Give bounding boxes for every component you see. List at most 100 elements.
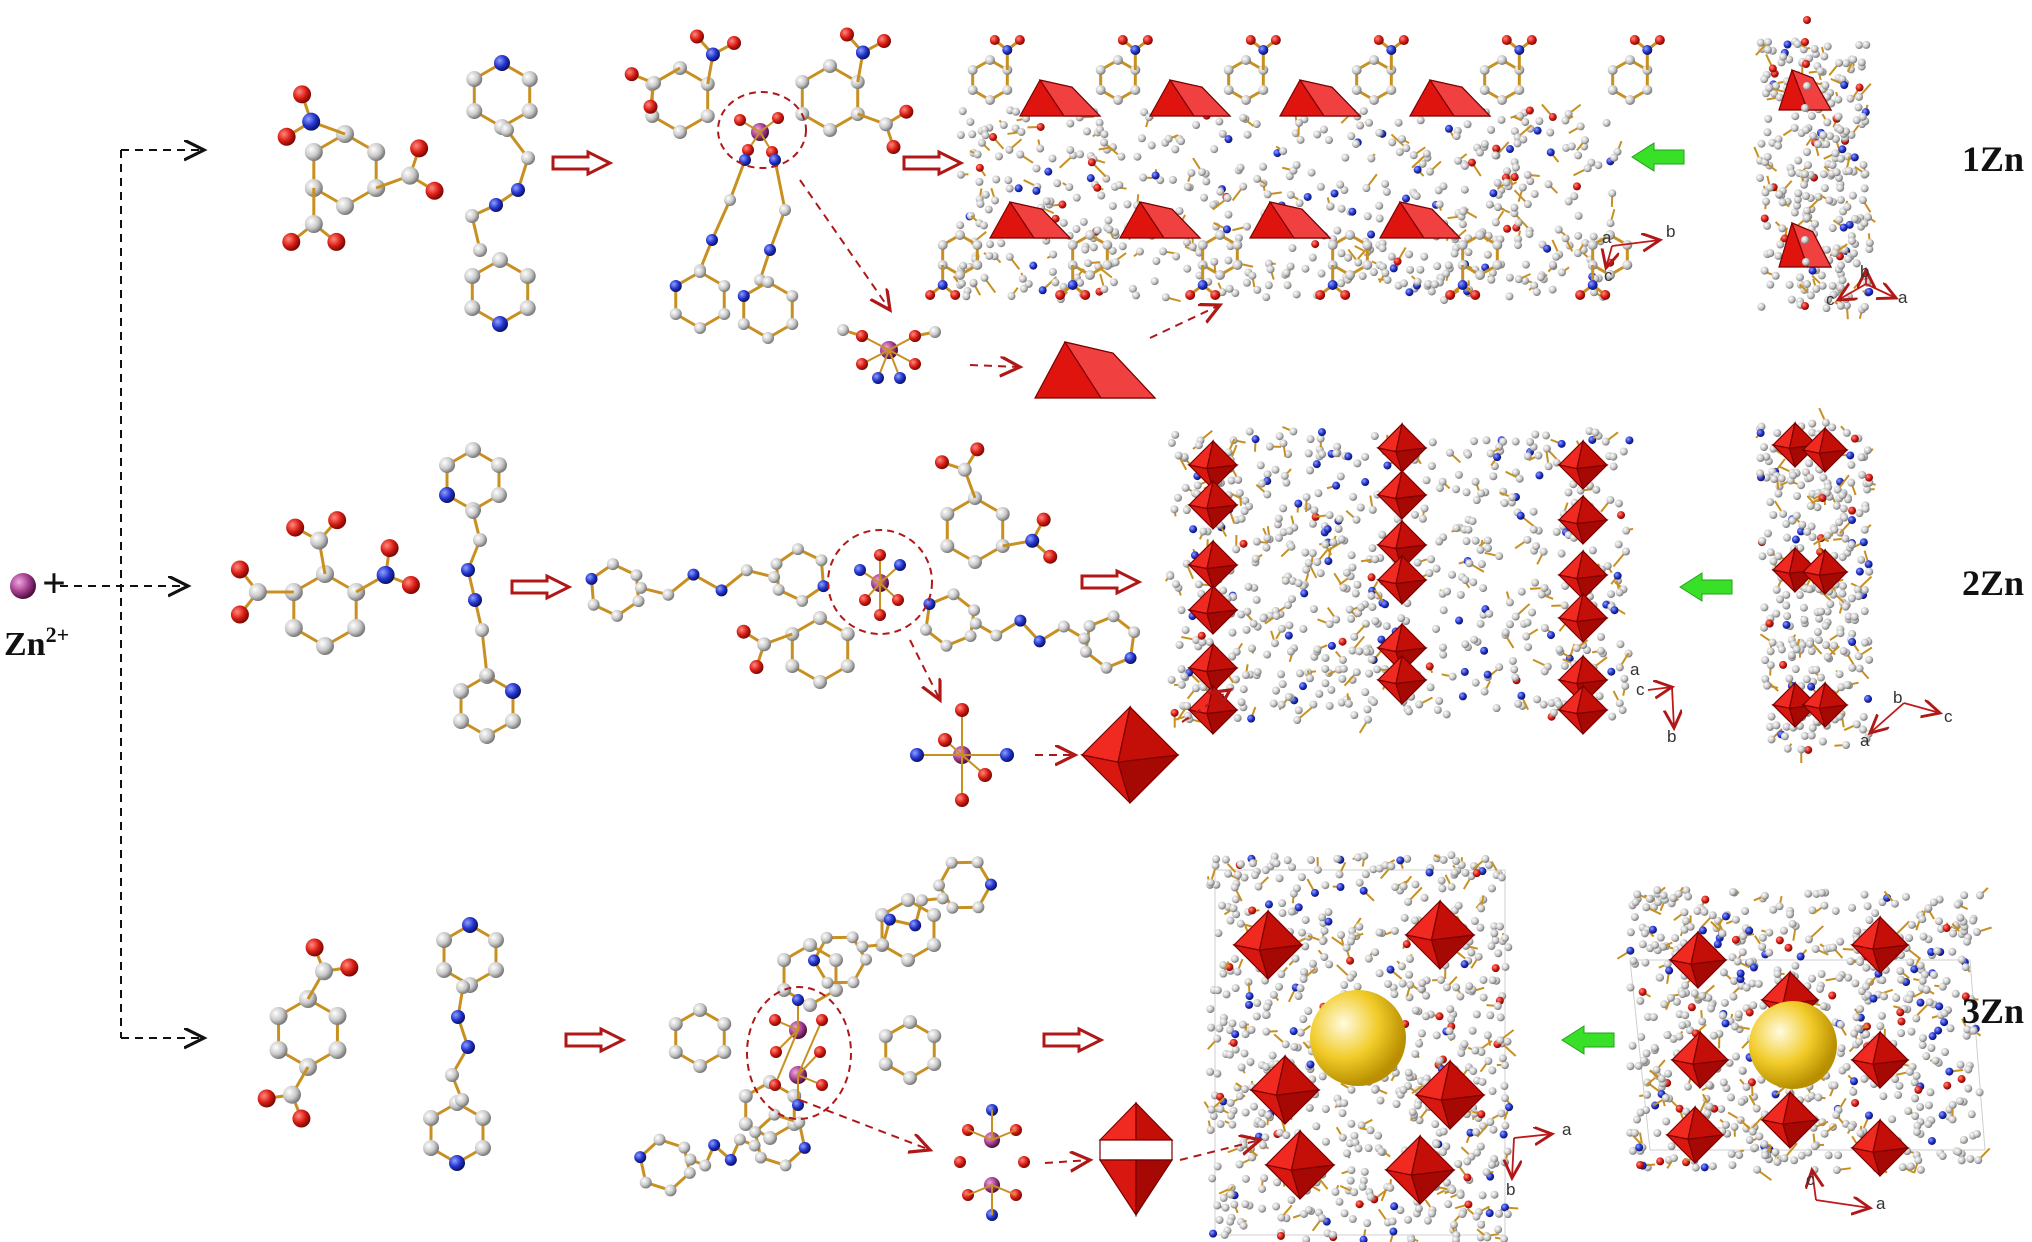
carbon-atom — [1833, 485, 1842, 494]
carbon-atom — [1167, 438, 1176, 447]
nitrogen-atom — [1840, 80, 1849, 89]
carbon-atom — [1894, 1090, 1903, 1099]
carbon-atom — [453, 683, 470, 699]
carbon-atom — [738, 1117, 753, 1131]
carbon-atom — [1321, 540, 1330, 549]
carbon-atom — [1205, 638, 1214, 647]
carbon-atom — [1802, 192, 1810, 200]
nitrogen-atom — [1838, 145, 1847, 154]
carbon-atom — [1818, 737, 1827, 746]
carbon-atom — [1351, 85, 1362, 95]
carbon-atom — [1791, 961, 1800, 970]
nitrogen-atom — [1782, 620, 1791, 629]
carbon-atom — [1470, 635, 1479, 644]
carbon-atom — [1478, 1191, 1487, 1200]
carbon-atom — [1807, 1091, 1816, 1100]
carbon-atom — [1336, 180, 1345, 189]
carbon-atom — [1801, 236, 1809, 244]
carbon-atom — [1876, 1022, 1885, 1031]
carbon-atom — [1368, 544, 1377, 553]
carbon-atom — [1861, 982, 1870, 991]
carbon-atom — [1278, 899, 1287, 908]
carbon-atom — [662, 588, 675, 601]
carbon-atom — [1439, 650, 1448, 659]
carbon-atom — [1605, 270, 1615, 280]
carbon-atom — [1753, 1165, 1762, 1174]
polyhedron-node — [1408, 79, 1492, 117]
carbon-atom — [1776, 240, 1785, 249]
carbon-atom — [1860, 219, 1869, 228]
carbon-atom — [1219, 1018, 1228, 1027]
carbon-atom — [1386, 1183, 1395, 1192]
carbon-atom — [1486, 449, 1495, 458]
nitrogen-atom — [737, 290, 750, 302]
carbon-atom — [1004, 176, 1013, 185]
carbon-atom — [1469, 1067, 1478, 1076]
carbon-atom — [1841, 534, 1850, 543]
carbon-atom — [1109, 278, 1118, 287]
carbon-atom — [1479, 993, 1488, 1002]
carbon-atom — [1487, 275, 1496, 284]
nitrogen-atom — [1381, 600, 1390, 609]
carbon-atom — [1337, 535, 1346, 544]
carbon-atom — [1620, 674, 1629, 683]
carbon-atom — [724, 194, 736, 206]
carbon-atom — [1842, 740, 1851, 749]
carbon-atom — [1452, 524, 1461, 533]
carbon-atom — [1823, 652, 1832, 661]
carbon-atom — [1825, 132, 1834, 141]
oxygen-atom — [814, 1046, 826, 1058]
carbon-atom — [1842, 301, 1851, 310]
carbon-atom — [1230, 883, 1239, 892]
carbon-atom — [1776, 595, 1785, 604]
carbon-atom — [1865, 567, 1874, 576]
carbon-atom — [1912, 1071, 1921, 1080]
carbon-atom — [1100, 138, 1109, 147]
carbon-atom — [1834, 95, 1843, 104]
carbon-atom — [1325, 701, 1334, 710]
carbon-atom — [1907, 920, 1916, 929]
carbon-atom — [1589, 232, 1598, 241]
nitrogen-atom — [492, 316, 508, 332]
oxygen-atom — [1492, 144, 1501, 153]
oxygen-atom — [1575, 289, 1586, 300]
polyhedron-node — [1187, 642, 1239, 694]
carbon-atom — [1523, 452, 1532, 461]
carbon-atom — [1352, 668, 1361, 677]
carbon-atom — [1880, 992, 1889, 1001]
carbon-atom — [436, 932, 453, 948]
carbon-atom — [1628, 1041, 1637, 1050]
nitrogen-atom — [1124, 651, 1137, 664]
carbon-atom — [1226, 1190, 1235, 1199]
carbon-atom — [1369, 268, 1378, 277]
carbon-atom — [1239, 113, 1248, 122]
oxygen-atom — [1210, 289, 1221, 300]
carbon-atom — [487, 932, 504, 948]
carbon-atom — [1494, 1225, 1503, 1234]
nitrogen-atom — [1323, 525, 1332, 534]
carbon-atom — [1656, 933, 1665, 942]
carbon-atom — [840, 627, 855, 641]
polyhedron-node — [1404, 899, 1476, 971]
carbon-atom — [940, 539, 955, 553]
carbon-atom — [1457, 240, 1468, 250]
carbon-atom — [1843, 202, 1852, 211]
oxygen-atom — [1804, 745, 1813, 754]
carbon-atom — [1388, 1217, 1397, 1226]
nitrogen-atom — [1245, 992, 1254, 1001]
carbon-atom — [1472, 1212, 1481, 1221]
carbon-atom — [1804, 935, 1813, 944]
carbon-atom — [1844, 255, 1853, 264]
carbon-atom — [1961, 963, 1970, 972]
carbon-atom — [1814, 636, 1823, 645]
carbon-atom — [1742, 983, 1751, 992]
carbon-atom — [1449, 1220, 1458, 1229]
carbon-atom — [693, 1003, 707, 1017]
carbon-atom — [1837, 1044, 1846, 1053]
zoom-arrow — [1181, 690, 1230, 723]
carbon-atom — [1525, 230, 1534, 239]
nitrogen-atom — [1839, 223, 1848, 232]
carbon-atom — [269, 1007, 288, 1025]
carbon-atom — [304, 215, 323, 233]
nitrogen-atom — [1808, 266, 1817, 275]
